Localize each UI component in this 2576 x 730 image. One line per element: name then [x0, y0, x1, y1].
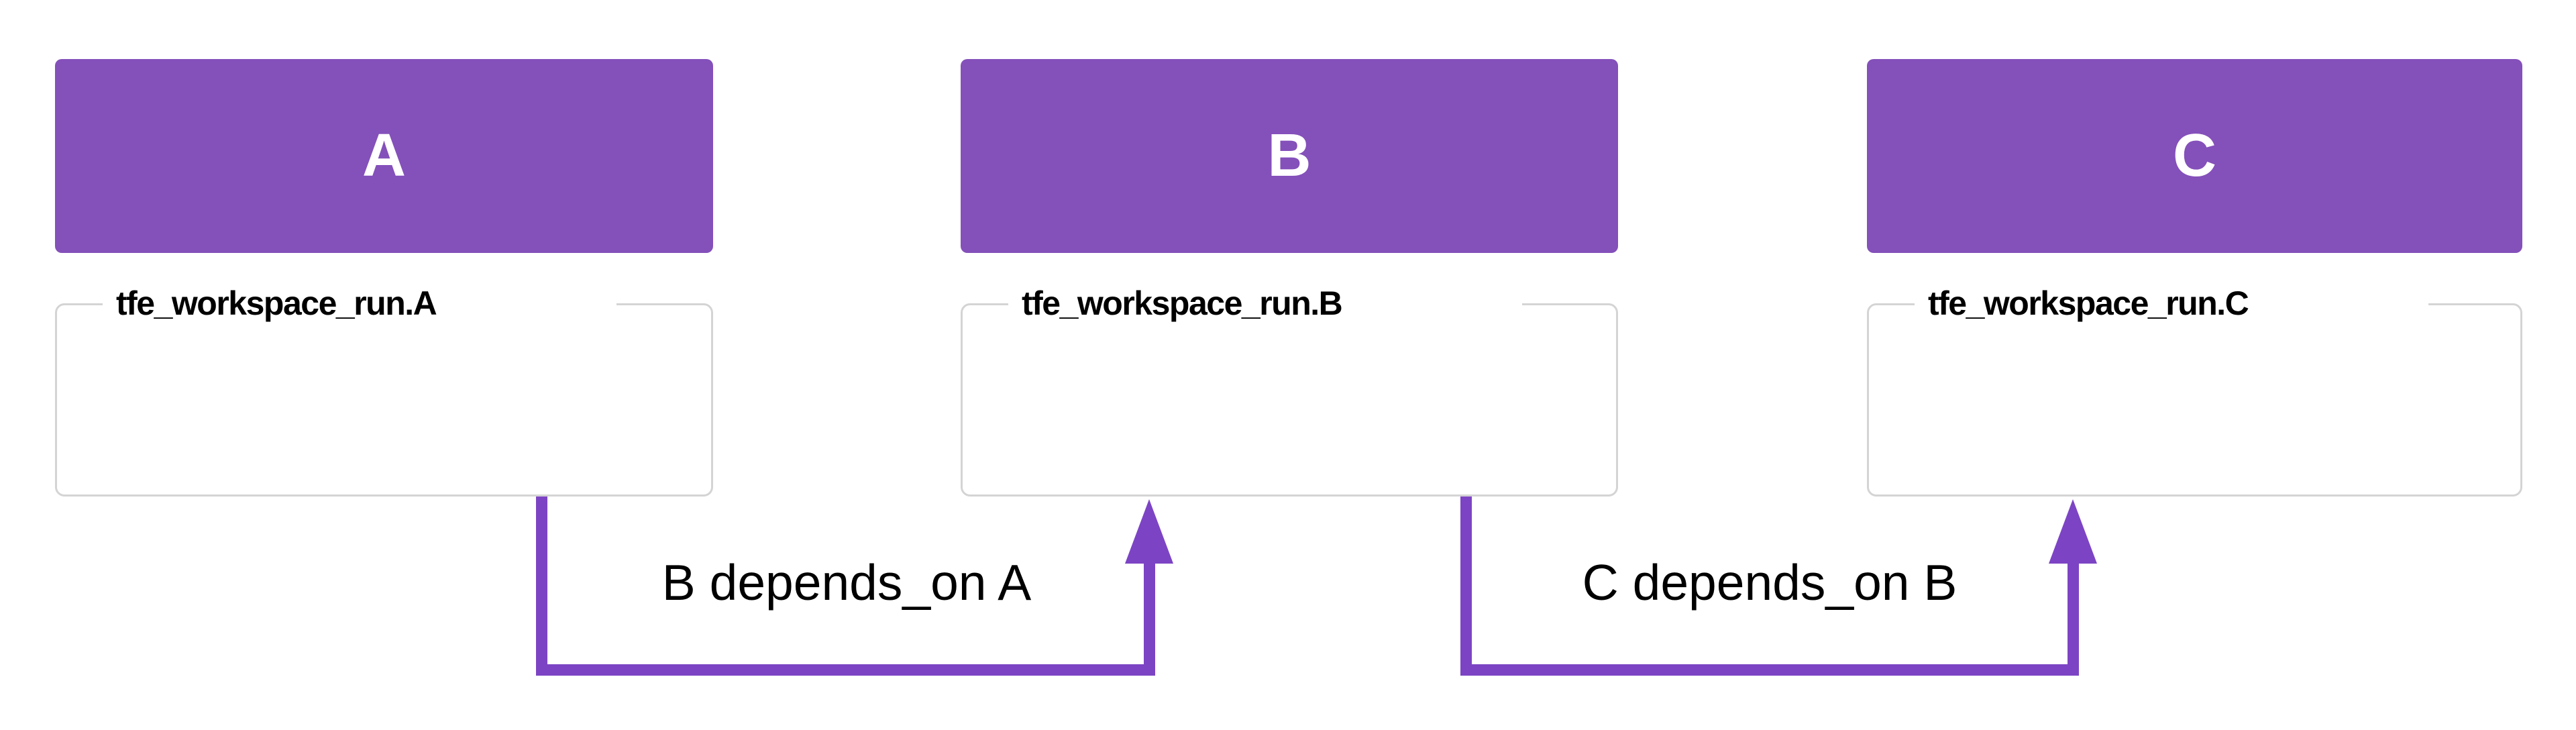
resource-label-A: tfe_workspace_run.A [103, 284, 616, 323]
edge1-horizontal-segment [536, 664, 1155, 676]
node-header-label-B: B [1267, 122, 1311, 189]
edge2-arrowhead-up-icon [2049, 499, 2097, 564]
resource-box-C: tfe_workspace_run.C [1867, 284, 2522, 497]
edge2-vertical-start-segment [1460, 497, 1472, 676]
node-header-label-C: C [2173, 122, 2216, 189]
edge2-horizontal-segment [1460, 664, 2079, 676]
edge1-label: B depends_on A [661, 554, 1032, 611]
resource-label-B: tfe_workspace_run.B [1008, 284, 1522, 323]
node-header-B: B [961, 59, 1618, 253]
node-header-label-A: A [362, 122, 406, 189]
edge2-arrow-shaft-segment [2068, 561, 2079, 676]
node-header-A: A [55, 59, 713, 253]
node-header-C: C [1867, 59, 2522, 253]
resource-box-A: tfe_workspace_run.A [55, 284, 713, 497]
edge1-vertical-start-segment [536, 497, 547, 676]
edge1-arrow-shaft-segment [1144, 561, 1155, 676]
edge2-label: C depends_on B [1582, 554, 1957, 611]
resource-label-C: tfe_workspace_run.C [1915, 284, 2428, 323]
edge1-arrowhead-up-icon [1125, 499, 1173, 564]
resource-box-B: tfe_workspace_run.B [961, 284, 1618, 497]
